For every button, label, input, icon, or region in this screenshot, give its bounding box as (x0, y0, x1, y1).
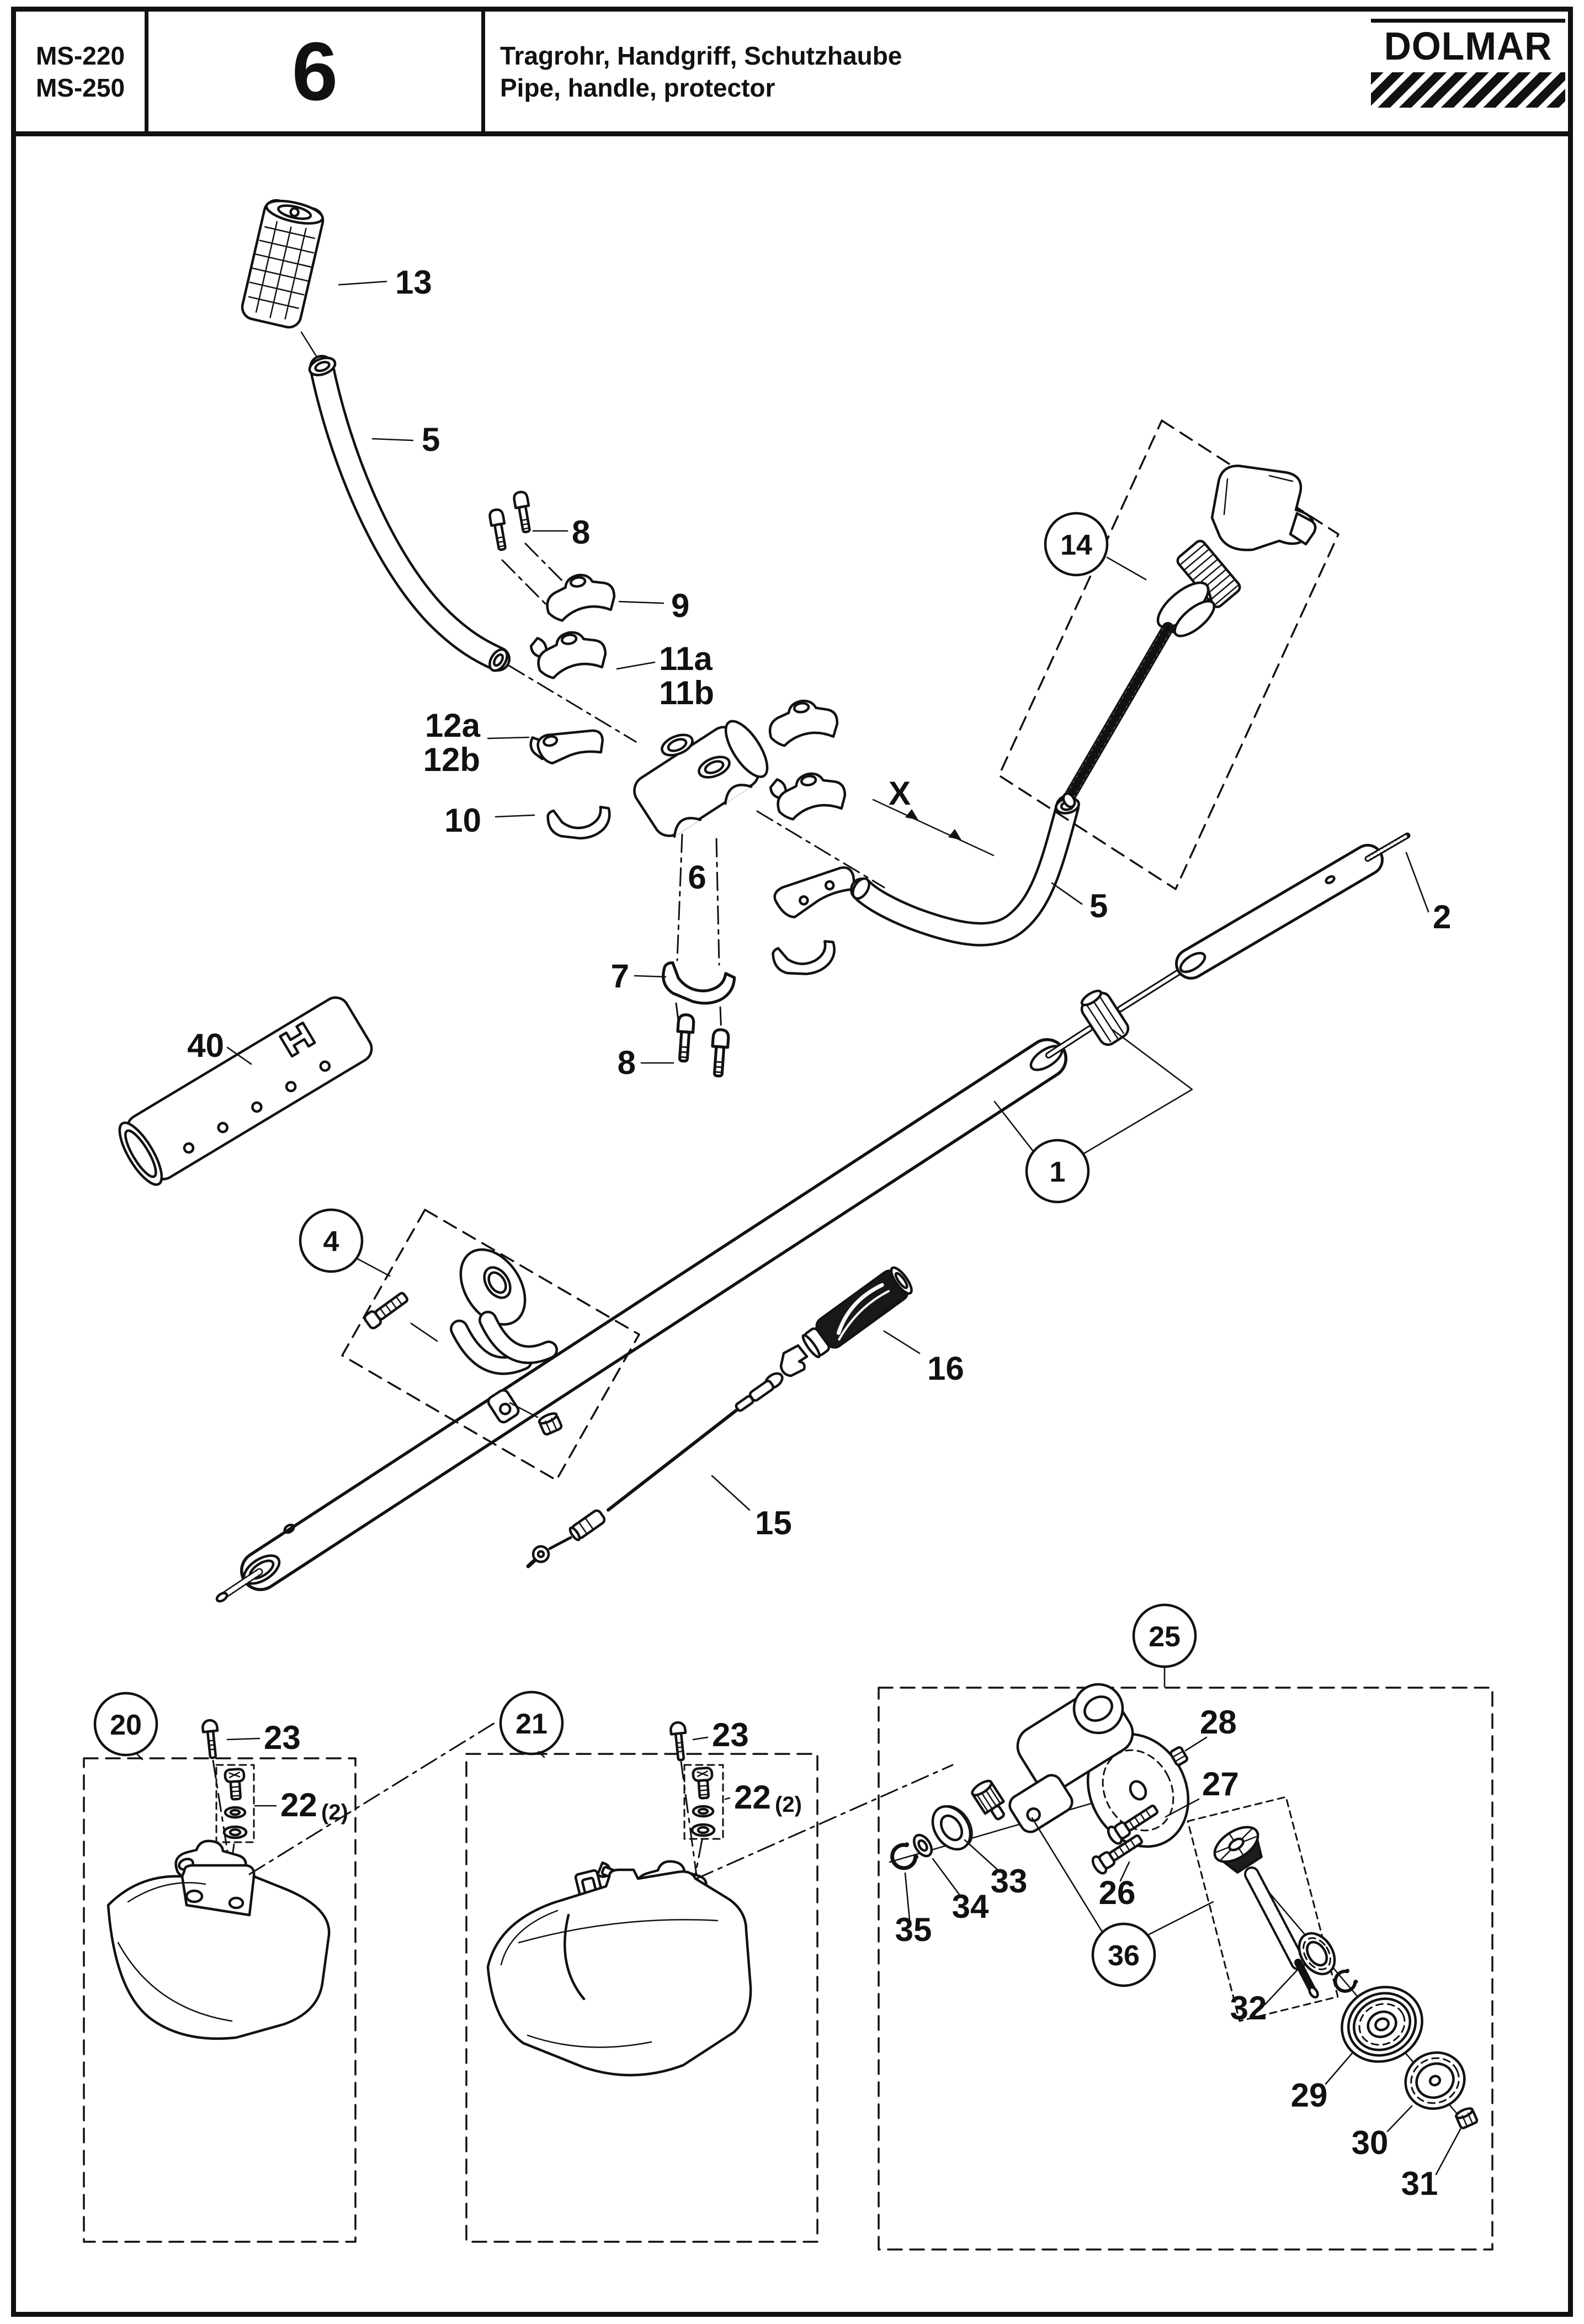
callout-22-left-qty: (2) (321, 1800, 348, 1825)
callout-29: 29 (1291, 2077, 1328, 2114)
callout-40: 40 (187, 1027, 224, 1064)
header-divider-2 (481, 12, 485, 131)
callout-4: 4 (323, 1226, 339, 1258)
callout-13: 13 (395, 264, 432, 301)
bearing-33 (931, 1805, 973, 1851)
bevel-gear (1213, 1826, 1263, 1874)
callout-10: 10 (444, 802, 481, 839)
callout-21: 21 (515, 1708, 548, 1740)
callout-22-right: 22 (734, 1779, 771, 1816)
callout-32: 32 (1230, 1990, 1267, 2027)
disc-30 (1404, 2051, 1466, 2110)
guard-20-group (83, 1720, 496, 2243)
callout-2: 2 (1433, 898, 1451, 935)
callout-15: 15 (755, 1504, 792, 1541)
header-divider-1 (145, 12, 148, 131)
handlebar-left (308, 355, 511, 672)
circlip-35 (890, 1842, 919, 1870)
logo-hatch-bar (1371, 72, 1565, 108)
section-number: 6 (291, 25, 338, 118)
callout-23-left: 23 (264, 1719, 301, 1756)
title-german: Tragrohr, Handgriff, Schutzhaube (500, 41, 902, 70)
callout-5-right: 5 (1089, 887, 1108, 924)
throttle-assembly-group (998, 419, 1340, 890)
callouts: 13 5 8 9 11a 11b 12a 12b 10 6 X 7 8 40 1… (93, 264, 1461, 2202)
callout-7: 7 (611, 958, 629, 995)
callout-x: X (889, 775, 911, 812)
gear-head-group (878, 1683, 1493, 2251)
pinion-gear (971, 1779, 1005, 1821)
nut-31 (1455, 2107, 1479, 2130)
coupling-and-pipe-2 (1045, 832, 1411, 1059)
throttle-cable-15 (526, 1344, 809, 1568)
pulley-29 (1341, 1986, 1423, 2063)
title-english: Pipe, handle, protector (500, 73, 775, 102)
clamp-block-6 (633, 720, 769, 838)
header-separator (11, 131, 1573, 136)
callout-5-left: 5 (422, 421, 440, 458)
dimension-x (872, 799, 995, 857)
callout-14: 14 (1060, 529, 1092, 561)
model-1: MS-220 (35, 41, 125, 70)
model-2: MS-250 (35, 73, 125, 102)
callout-11b: 11b (659, 674, 714, 711)
section-titles: Tragrohr, Handgriff, Schutzhaube Pipe, h… (500, 12, 1273, 131)
bearing-32 (1298, 1932, 1336, 1976)
cable-connector-16 (801, 1266, 913, 1358)
logo-topline (1371, 19, 1565, 23)
handle-grip (241, 199, 325, 329)
callout-23-right: 23 (712, 1716, 749, 1753)
circlip-32 (1333, 1969, 1358, 1993)
callout-12b: 12b (423, 741, 480, 778)
brand-name: DOLMAR (1384, 24, 1553, 68)
callout-35: 35 (895, 1911, 932, 1948)
callout-30: 30 (1352, 2124, 1389, 2161)
protection-tube-40 (118, 996, 373, 1186)
callout-25: 25 (1149, 1621, 1181, 1653)
callout-36: 36 (1108, 1940, 1140, 1972)
callout-1: 1 (1050, 1156, 1066, 1188)
callout-27: 27 (1202, 1765, 1239, 1802)
callout-31: 31 (1401, 2165, 1438, 2202)
callout-28: 28 (1200, 1704, 1237, 1741)
callout-9: 9 (671, 587, 689, 624)
hanger-clamp-group (341, 1209, 640, 1481)
page-frame (11, 7, 1573, 2317)
callout-34: 34 (952, 1888, 989, 1925)
brand-logo: DOLMAR (1371, 19, 1565, 127)
callout-20: 20 (110, 1709, 142, 1741)
callout-16: 16 (927, 1350, 964, 1387)
callout-8-bottom: 8 (618, 1044, 636, 1081)
callout-12a: 12a (425, 707, 481, 744)
callout-22-left: 22 (280, 1786, 317, 1823)
callout-26: 26 (1099, 1874, 1136, 1911)
callout-6: 6 (688, 859, 706, 896)
guard-21-group (465, 1722, 954, 2243)
callout-22-right-qty: (2) (775, 1793, 802, 1817)
model-codes: MS-220 MS-250 (16, 12, 145, 131)
callout-8-top: 8 (572, 514, 590, 551)
callout-11a: 11a (659, 640, 713, 677)
